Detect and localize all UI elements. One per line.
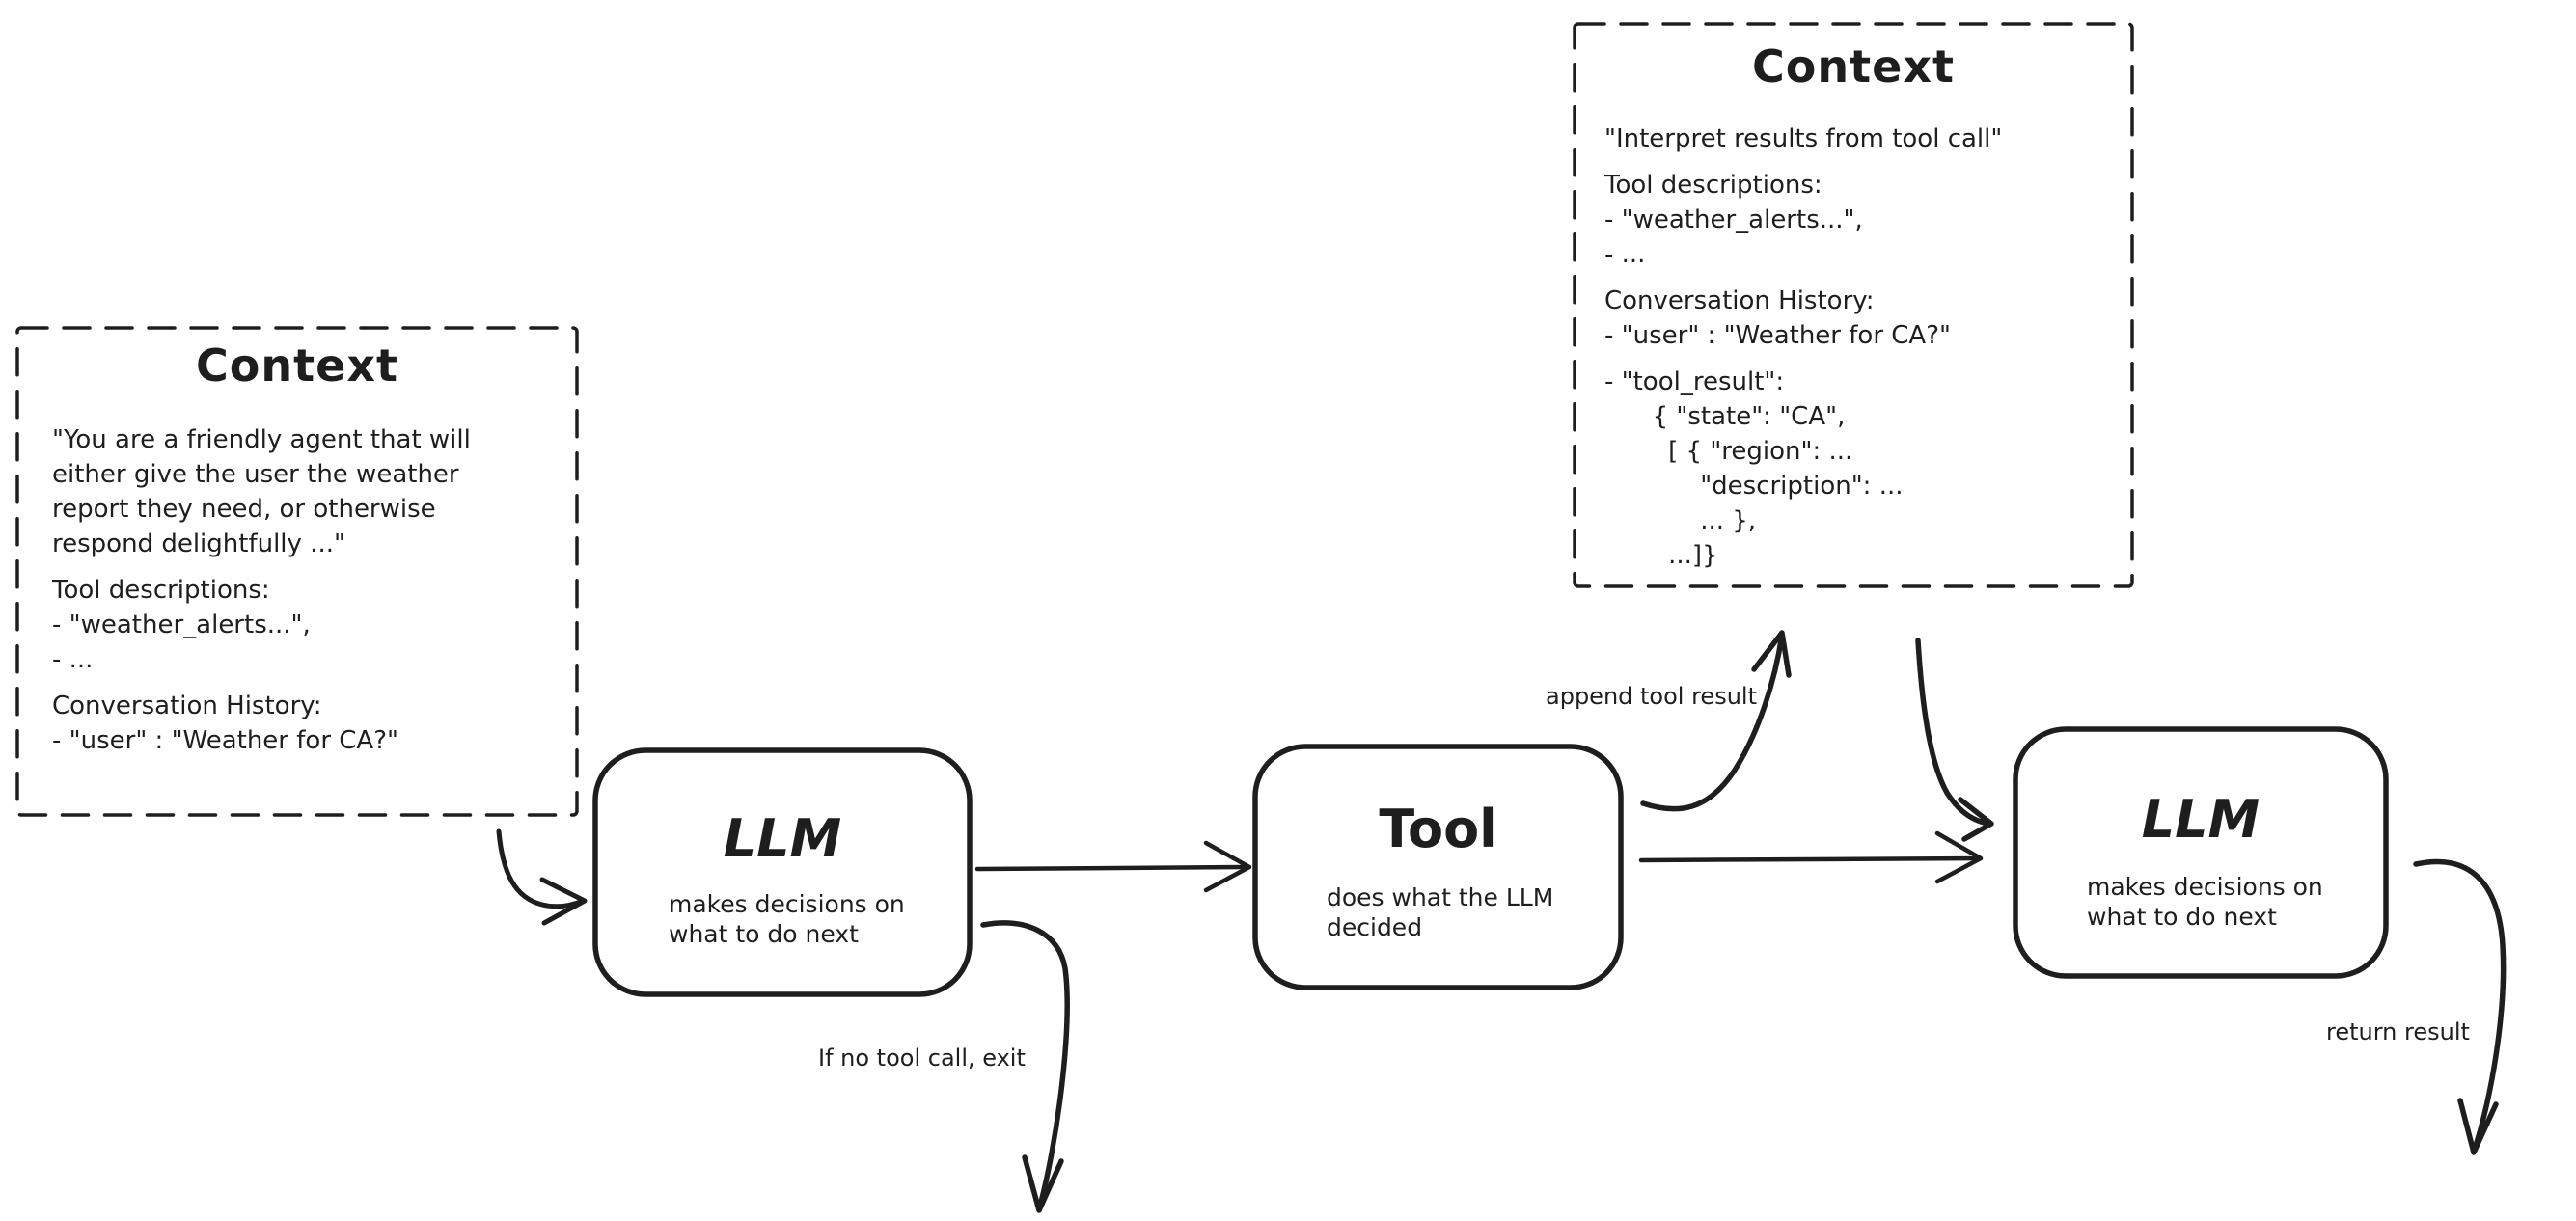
context-left-tool-descriptions: Tool descriptions: - "weather_alerts..."… — [52, 576, 311, 674]
llm-node-title: LLM — [723, 808, 842, 869]
tool-node-title: Tool — [1379, 799, 1497, 859]
append-tool-result-label: append tool result — [1546, 683, 1757, 710]
arrow-tool-to-llm2 — [1638, 830, 1984, 884]
context-left-title: Context — [196, 339, 398, 392]
arrow-context-to-llm2 — [1915, 638, 1994, 842]
llm2-node-subtitle: makes decisions on what to do next — [2087, 873, 2323, 931]
llm-node-box — [592, 747, 973, 997]
arrow-append-tool-result — [1640, 630, 1792, 812]
return-result-label: return result — [2326, 1018, 2470, 1045]
no-tool-call-exit-label: If no tool call, exit — [818, 1045, 1026, 1072]
llm2-node-box — [2013, 726, 2389, 979]
context-left-body: "You are a friendly agent that will eith… — [52, 422, 559, 758]
arrow-llm-to-tool — [974, 840, 1252, 893]
context-top-system-prompt: "Interpret results from tool call" — [1604, 124, 2003, 153]
context-left-conversation-history: Conversation History: - "user" : "Weathe… — [52, 692, 398, 755]
tool-node-box — [1252, 744, 1624, 990]
context-top-tool-descriptions: Tool descriptions: - "weather_alerts..."… — [1604, 171, 1863, 269]
llm2-node-title: LLM — [2141, 789, 2261, 850]
context-top-tool-result: - "tool_result": { "state": "CA", [ { "r… — [1604, 367, 1904, 570]
llm-node-subtitle: makes decisions on what to do next — [669, 890, 905, 948]
context-left-box — [15, 326, 579, 817]
arrow-return-result — [2413, 858, 2507, 1155]
arrow-context-to-llm — [496, 828, 588, 926]
arrow-no-tool-call-exit — [980, 920, 1070, 1213]
context-top-body: "Interpret results from tool call" Tool … — [1604, 122, 2106, 573]
tool-node-subtitle: does what the LLM decided — [1327, 883, 1554, 941]
context-top-title: Context — [1752, 41, 1955, 93]
context-top-box — [1573, 22, 2134, 588]
context-left-system-prompt: "You are a friendly agent that will eith… — [52, 425, 471, 558]
context-top-conversation-history: Conversation History: - "user" : "Weathe… — [1604, 286, 1951, 350]
